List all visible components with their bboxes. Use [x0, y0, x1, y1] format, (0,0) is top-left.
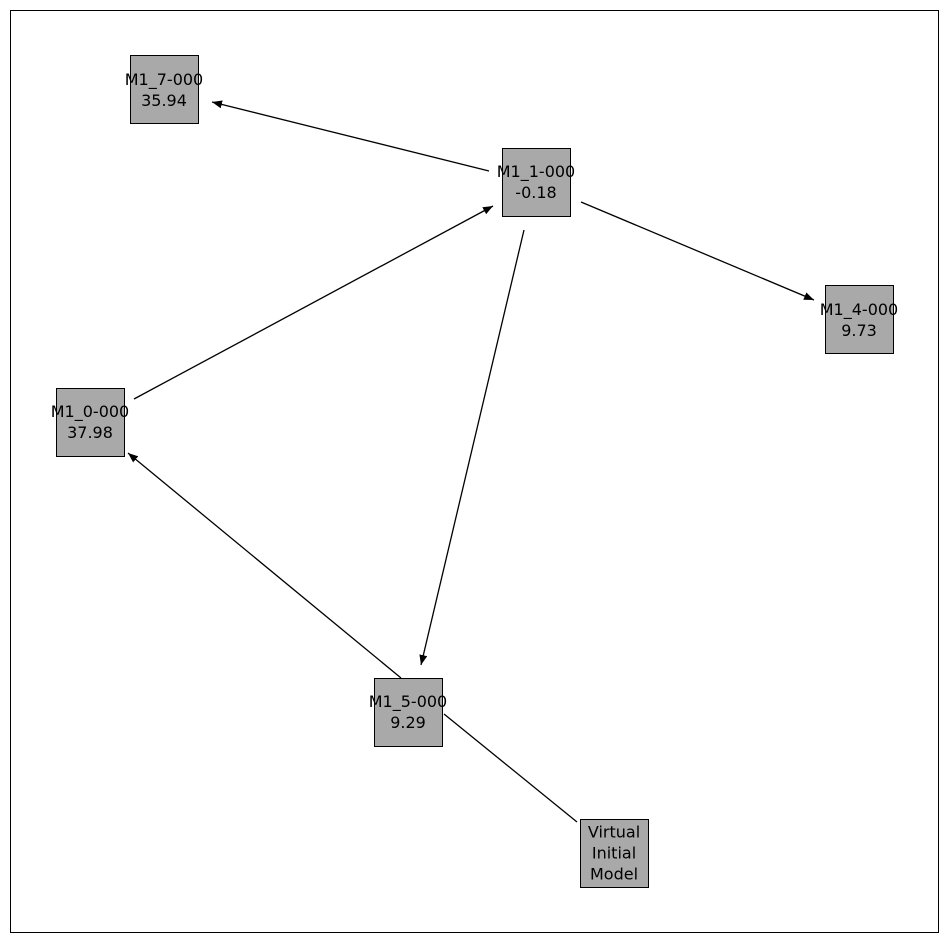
node-m1-4-box	[825, 285, 894, 354]
node-m1-4-label: M1_4-000 9.73	[789, 299, 929, 341]
node-m1-7-box	[130, 55, 199, 124]
diagram-frame	[10, 10, 939, 933]
node-value: Initial	[591, 843, 637, 863]
node-value: 35.94	[141, 91, 187, 110]
edge-m1-0-to-m1-1	[133, 205, 494, 400]
node-virtual-box	[580, 819, 649, 888]
node-name: M1_4-000	[819, 300, 899, 319]
edge-m1-1-to-m1-5	[419, 229, 525, 666]
node-m1-7-label: M1_7-000 35.94	[94, 69, 234, 111]
edge-m1-1-to-m1-4	[580, 201, 815, 301]
node-name: M1_7-000	[124, 70, 204, 89]
node-name: M1_0-000	[50, 402, 130, 421]
node-m1-0-box	[56, 388, 125, 457]
node-value: 37.98	[67, 423, 113, 442]
node-m1-1-label: M1_1-000 -0.18	[466, 161, 606, 203]
node-m1-1-box	[502, 148, 571, 217]
node-extra: Model	[589, 864, 639, 884]
node-value: -0.18	[515, 183, 557, 202]
node-m1-5-box	[374, 678, 443, 747]
node-name: M1_5-000	[368, 692, 448, 711]
node-name: M1_1-000	[496, 162, 576, 181]
node-m1-0-label: M1_0-000 37.98	[20, 401, 160, 443]
node-m1-5-label: M1_5-000 9.29	[338, 691, 478, 733]
node-value: 9.73	[841, 321, 877, 340]
node-name: Virtual	[587, 822, 641, 842]
edge-virtual-to-m1-5	[443, 713, 578, 823]
edge-m1-5-to-m1-0	[127, 452, 402, 679]
edge-m1-1-to-m1-7	[211, 100, 490, 172]
node-value: 9.29	[390, 713, 426, 732]
